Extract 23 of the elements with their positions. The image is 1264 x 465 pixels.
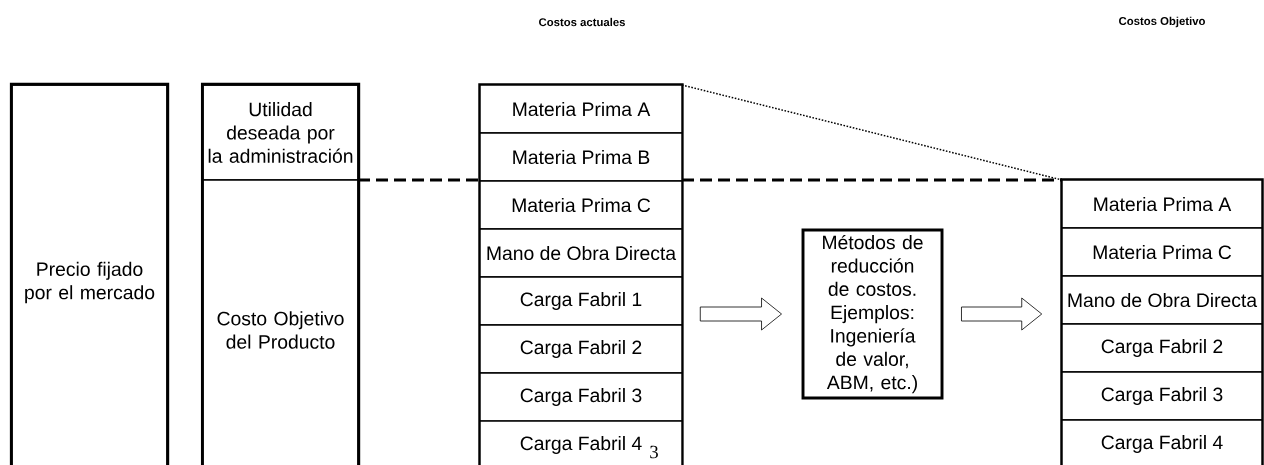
table-row: Materia Prima A bbox=[1061, 179, 1263, 229]
table-row: Carga Fabril 3 bbox=[1061, 371, 1263, 421]
table-row: Materia Prima C bbox=[1061, 227, 1263, 277]
table-row: Carga Fabril 2 bbox=[479, 324, 683, 374]
block-arrow bbox=[699, 297, 782, 331]
page-number: 3 bbox=[650, 445, 658, 459]
node-label: Carga Fabril 4 bbox=[1101, 434, 1223, 454]
table-row: Carga Fabril 4 bbox=[1061, 419, 1263, 465]
column-heading: Costos actuales bbox=[539, 17, 625, 27]
table-row: Mano de Obra Directa bbox=[479, 228, 683, 278]
process-box: Métodos de reducción de costos. Ejemplos: Ingeniería de valor, ABM, etc.) bbox=[801, 228, 944, 400]
table-row: Carga Fabril 2 bbox=[1061, 323, 1263, 373]
table-row: Materia Prima A bbox=[479, 84, 683, 134]
table-row: Carga Fabril 1 bbox=[479, 276, 683, 326]
table-row: Carga Fabril 3 bbox=[479, 372, 683, 422]
node-label: Carga Fabril 4 bbox=[520, 435, 642, 455]
price-box: Utilidad deseada por la administración bbox=[202, 84, 359, 181]
table-row: Materia Prima C bbox=[479, 180, 683, 230]
block-arrow bbox=[961, 297, 1043, 331]
node-label: Precio fijado por el mercado bbox=[25, 261, 155, 304]
table-row: Mano de Obra Directa bbox=[1061, 275, 1263, 325]
table-row: Materia Prima B bbox=[479, 132, 683, 182]
column-heading: Costos Objetivo bbox=[1119, 16, 1205, 28]
